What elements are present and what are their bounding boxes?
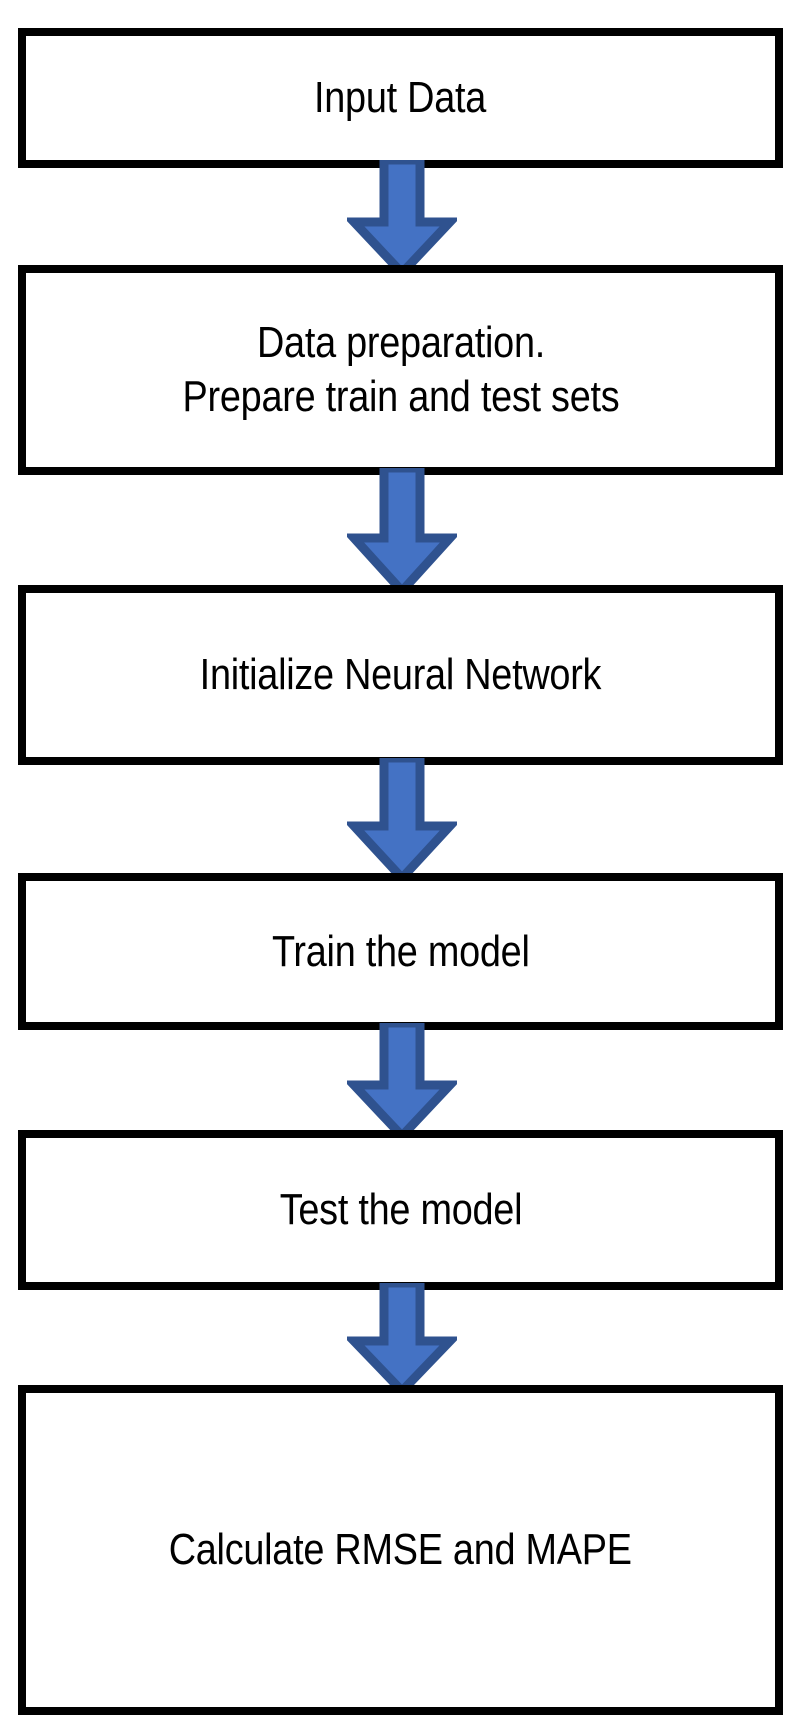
node-label: Calculate RMSE and MAPE (168, 1525, 633, 1575)
node-label: Data preparation. Prepare train and test… (182, 318, 619, 421)
node-label: Input Data (314, 73, 487, 123)
flowchart-node-calculate-rmse-and-mape[interactable]: Calculate RMSE and MAPE (18, 1385, 783, 1715)
flowchart-node-train-the-model[interactable]: Train the model (18, 873, 783, 1030)
down-arrow-icon-5 (347, 1283, 457, 1393)
node-label: Initialize Neural Network (199, 650, 602, 700)
node-label: Test the model (279, 1185, 522, 1235)
flowchart-node-test-the-model[interactable]: Test the model (18, 1130, 783, 1290)
node-label: Train the model (271, 926, 530, 976)
down-arrow-icon-3 (347, 758, 457, 880)
down-arrow-icon-4 (347, 1023, 457, 1138)
flowchart-node-data-preparation[interactable]: Data preparation. Prepare train and test… (18, 265, 783, 475)
flowchart-node-input-data[interactable]: Input Data (18, 28, 783, 168)
down-arrow-icon-2 (347, 468, 457, 593)
down-arrow-icon-1 (347, 160, 457, 275)
flowchart-node-initialize-neural-network[interactable]: Initialize Neural Network (18, 585, 783, 765)
